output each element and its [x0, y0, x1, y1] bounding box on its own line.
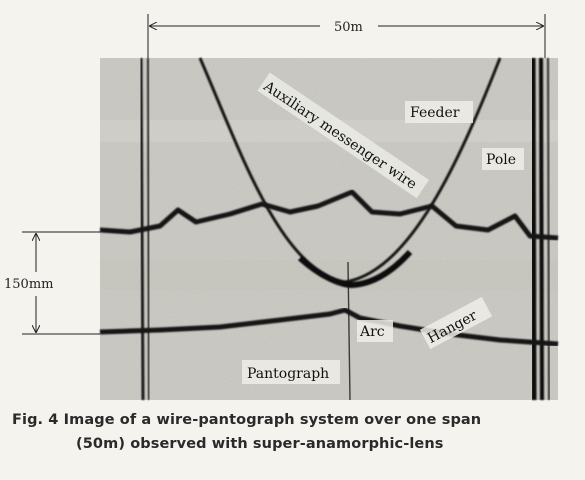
caption-line-1: Fig. 4 Image of a wire-pantograph system…: [12, 412, 482, 428]
photo-panel: Auxiliary messenger wire Feeder Pole Arc…: [99, 57, 559, 401]
label-arc: Arc: [359, 324, 385, 340]
label-pole: Pole: [486, 152, 516, 168]
label-feeder: Feeder: [410, 105, 460, 121]
label-pantograph: Pantograph: [247, 366, 329, 382]
height-dimension: 150mm: [4, 231, 100, 335]
messenger-parabola: [198, 57, 502, 289]
height-label: 150mm: [4, 277, 53, 292]
span-label: 50m: [334, 20, 363, 35]
messenger-wire: [99, 189, 559, 241]
span-dimension: 50m: [147, 14, 546, 58]
label-backgrounds: [242, 72, 524, 384]
caption-line-2: (50m) observed with super-anamorphic-len…: [76, 436, 444, 452]
contact-wire: [99, 307, 559, 347]
